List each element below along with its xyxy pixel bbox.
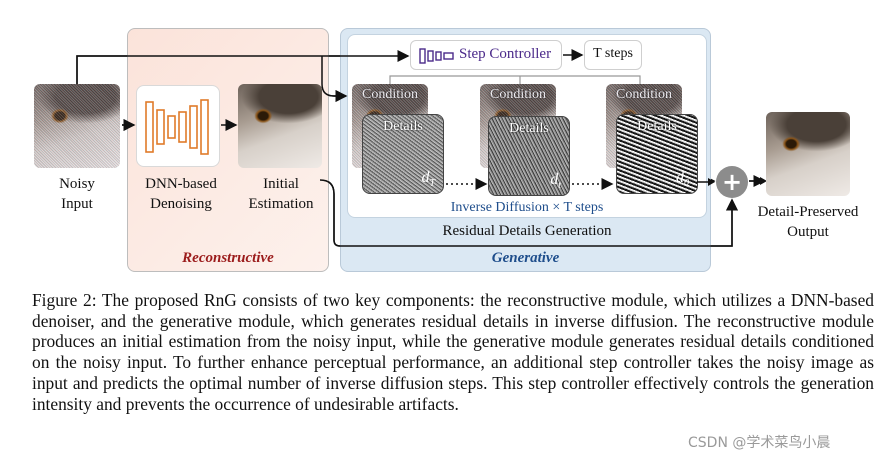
output-label-line2: Output <box>787 224 829 240</box>
noisy-label-line2: Input <box>61 196 93 212</box>
sum-node: + <box>716 166 748 198</box>
diagram-connectors-front <box>76 49 738 247</box>
inverse-diffusion-label: Inverse Diffusion × T steps <box>450 200 604 215</box>
details-label: Details <box>509 121 549 136</box>
d-0-label: d0 <box>676 168 689 189</box>
detail-preserved-output-image <box>766 112 850 196</box>
encoder-icon <box>419 48 454 64</box>
initial-estimation-image <box>238 84 322 168</box>
plus-icon: + <box>721 168 743 196</box>
dnn-denoiser-block <box>136 85 220 167</box>
dnn-denoising-label: DNN-based Denoising <box>126 174 236 214</box>
initial-label-line1: Initial <box>263 176 299 192</box>
initial-estimation-label: Initial Estimation <box>226 174 336 214</box>
t-steps-label: T steps <box>593 46 633 61</box>
output-label-line1: Detail-Preserved <box>757 204 859 220</box>
reconstructive-module-label: Reconstructive <box>182 250 274 266</box>
noisy-input-label: Noisy Input <box>22 174 132 214</box>
unet-icon <box>145 99 209 155</box>
plus-output-arrow <box>749 177 767 185</box>
watermark: CSDN @学术菜鸟小晨 <box>688 435 831 451</box>
condition-label: Condition <box>361 87 418 102</box>
details-d0-card: Details d0 <box>616 114 698 194</box>
details-label: Details <box>383 119 423 134</box>
step-controller-block: Step Controller <box>410 40 562 70</box>
d-t-label: dt <box>550 170 561 191</box>
details-dT-card: Details dT <box>362 114 444 194</box>
dnn-label-line2: Denoising <box>150 196 212 212</box>
generative-module-label: Generative <box>491 250 560 266</box>
residual-details-generation-label: Residual Details Generation <box>442 223 612 239</box>
figure-caption: Figure 2: The proposed RnG consists of t… <box>32 290 874 414</box>
initial-label-line2: Estimation <box>248 196 314 212</box>
step-controller-label: Step Controller <box>459 46 552 62</box>
details-dt-card: Details dt <box>488 116 570 196</box>
details-label: Details <box>637 119 677 134</box>
noisy-input-image <box>34 84 120 168</box>
t-steps-block: T steps <box>584 40 642 70</box>
noisy-label-line1: Noisy <box>59 176 95 192</box>
dnn-label-line1: DNN-based <box>145 176 217 192</box>
condition-label: Condition <box>615 87 672 102</box>
d0-plus-arrow <box>697 178 715 186</box>
d-T-label: dT <box>421 168 435 189</box>
output-label: Detail-Preserved Output <box>738 202 878 242</box>
condition-label: Condition <box>489 87 546 102</box>
